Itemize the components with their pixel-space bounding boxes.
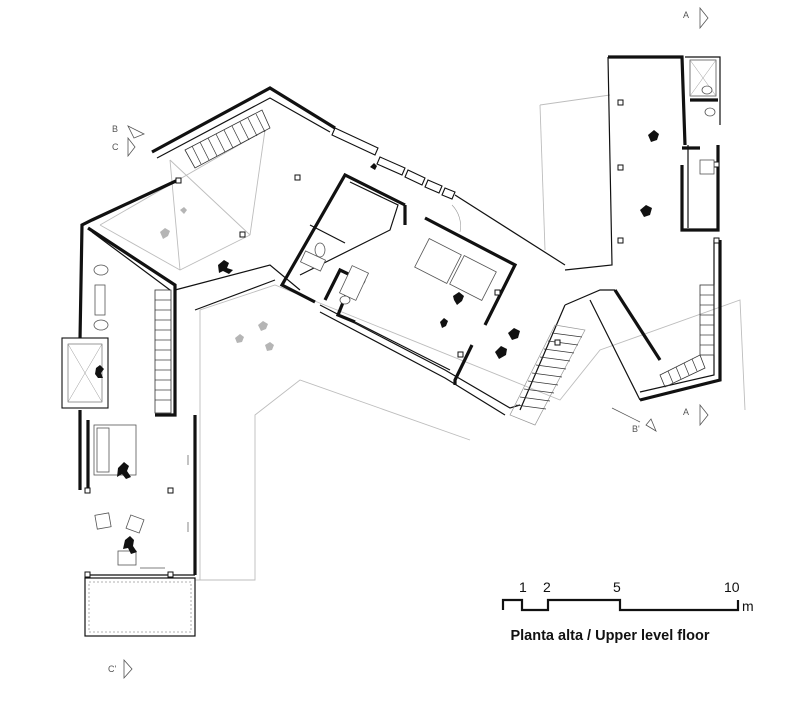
walls: [78, 55, 722, 637]
section-marker-a-bottom-label: A: [683, 407, 689, 417]
drawing-caption: Planta alta / Upper level floor: [510, 628, 710, 644]
scale-tick-1: 1: [519, 579, 527, 595]
scale-tick-5: 5: [613, 579, 621, 595]
glass-box: [61, 337, 109, 409]
section-marker-a-bottom: A: [683, 403, 709, 427]
section-marker-a-top: A: [683, 6, 709, 30]
section-marker-b-left: B: [112, 124, 145, 139]
section-marker-b-left-label: B: [112, 124, 118, 134]
section-marker-c-left: C: [112, 136, 136, 158]
fixtures: [93, 59, 717, 569]
stair-upper-left: [184, 109, 271, 169]
people-figures: [95, 130, 659, 554]
section-marker-c-bottom-label: C': [108, 664, 116, 674]
columns: [84, 99, 720, 578]
scale-tick-10: 10: [724, 579, 740, 595]
stair-left-wing: [154, 289, 172, 414]
scale-tick-2: 2: [543, 579, 551, 595]
scale-unit: m: [742, 598, 754, 614]
ground-outline: [99, 94, 746, 581]
stair-central-exterior: [509, 324, 586, 426]
section-marker-c-left-label: C: [112, 142, 119, 152]
section-marker-b-right: B': [611, 407, 657, 434]
section-marker-a-top-label: A: [683, 10, 689, 20]
scale-bar: 1 2 5 10 m: [501, 579, 754, 614]
stair-right-wing: [659, 284, 715, 388]
section-marker-c-bottom: C': [108, 658, 133, 680]
section-marker-b-right-label: B': [632, 424, 640, 434]
